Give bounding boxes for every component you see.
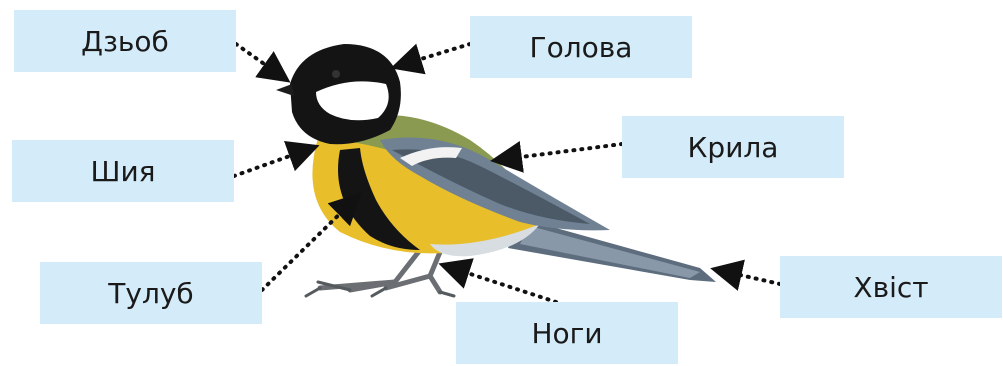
label-wings: Крила bbox=[622, 116, 844, 178]
pointer-body bbox=[262, 198, 356, 290]
label-neck: Шия bbox=[12, 140, 234, 202]
label-tail: Хвіст bbox=[780, 256, 1002, 318]
label-head: Голова bbox=[470, 16, 692, 78]
pointer-beak bbox=[236, 44, 284, 78]
pointer-legs bbox=[446, 266, 556, 302]
label-body: Тулуб bbox=[40, 262, 262, 324]
pointer-head bbox=[398, 44, 470, 66]
label-legs: Ноги bbox=[456, 302, 678, 364]
pointer-wings bbox=[498, 144, 622, 160]
label-beak: Дзьоб bbox=[14, 10, 236, 72]
pointer-tail bbox=[718, 270, 780, 284]
pointer-neck bbox=[234, 148, 312, 176]
